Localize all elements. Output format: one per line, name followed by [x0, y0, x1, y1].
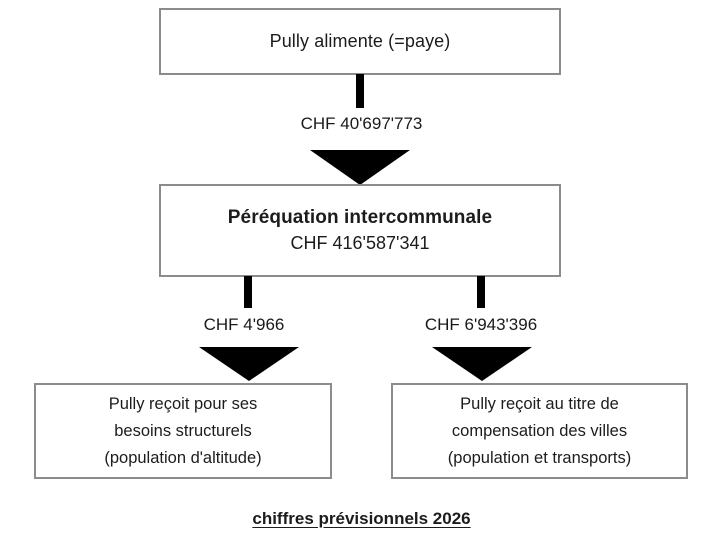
arrow-middle-to-left-label: CHF 4'966: [203, 315, 285, 334]
node-pully-recoit-besoins-structurels: Pully reçoit pour ses besoins structurel…: [34, 383, 332, 479]
node-right-line-3: (population et transports): [447, 448, 632, 467]
arrow-middle-to-left-head-icon: [199, 347, 299, 381]
diagram-caption: chiffres prévisionnels 2026: [252, 509, 471, 528]
arrow-middle-to-right-label: CHF 6'943'396: [424, 315, 538, 334]
arrow-top-to-middle-head-icon: [310, 150, 410, 185]
node-pully-recoit-compensation-villes: Pully reçoit au titre de compensation de…: [391, 383, 688, 479]
arrow-middle-to-right-head-icon: [432, 347, 532, 381]
arrow-top-to-middle-label: CHF 40'697'773: [300, 114, 423, 133]
node-middle-amount: CHF 416'587'341: [290, 233, 430, 253]
node-left-line-1: Pully reçoit pour ses: [108, 394, 258, 413]
arrow-middle-to-left-stem: [244, 276, 252, 308]
node-right-line-2: compensation des villes: [451, 421, 628, 440]
node-right-line-1: Pully reçoit au titre de: [460, 394, 619, 413]
node-left-line-3: (population d'altitude): [104, 448, 262, 467]
node-left-line-2: besoins structurels: [114, 421, 252, 440]
arrow-top-to-middle-stem: [356, 74, 364, 108]
arrow-middle-to-right-stem: [477, 276, 485, 308]
node-perequation-intercommunale: Péréquation intercommunale CHF 416'587'3…: [159, 184, 561, 277]
node-top-label: Pully alimente (=paye): [269, 31, 451, 51]
node-middle-title: Péréquation intercommunale: [227, 207, 493, 228]
node-pully-alimente: Pully alimente (=paye): [159, 8, 561, 75]
